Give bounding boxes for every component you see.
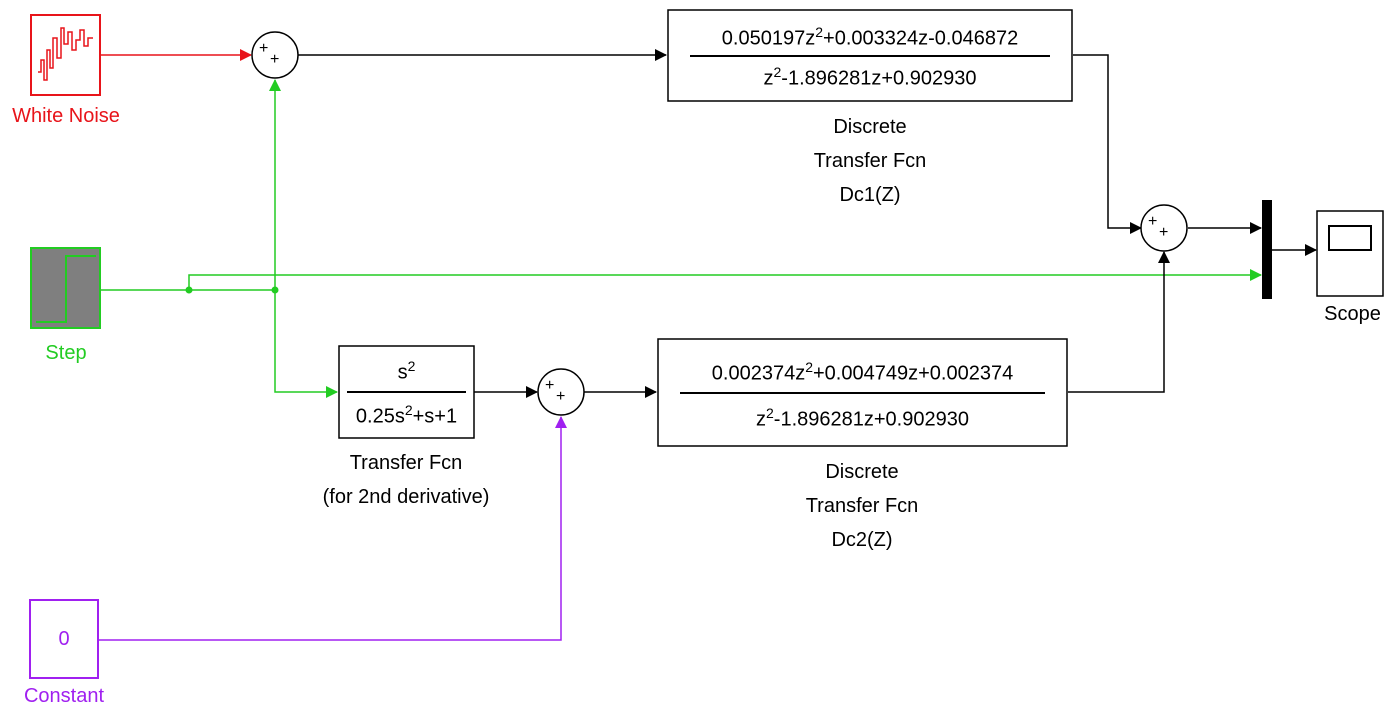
step-label: Step: [45, 342, 87, 364]
dtf1-label-line: Transfer Fcn: [813, 150, 927, 172]
dtf2-label-line: Discrete: [825, 461, 899, 483]
dtf2-den-exp: 2: [766, 405, 774, 421]
sum2-circle[interactable]: [537, 368, 585, 416]
mux-block[interactable]: [1262, 200, 1272, 299]
tf-denominator: 0.25s2+s+1: [339, 402, 474, 429]
sum2-plus-top: +: [545, 377, 555, 394]
sum3-plus-top: +: [1148, 213, 1158, 230]
dtf1-num-exp: 2: [815, 24, 824, 40]
wire-constant-to-sum2[interactable]: [98, 416, 567, 641]
tf-num-exp: 2: [407, 358, 416, 374]
dtf1-expression: 0.050197z2+0.003324z-0.046872 z2-1.89628…: [668, 10, 1072, 101]
dtf2-den-post: -1.896281z+0.902930: [773, 408, 969, 431]
sum3-circle[interactable]: [1140, 204, 1188, 252]
dtf1-num-pre: 0.050197z: [721, 27, 816, 50]
sum1-plus-top: +: [259, 40, 269, 57]
scope-label: Scope: [1324, 303, 1381, 325]
tf-label: Transfer Fcn (for 2nd derivative): [296, 450, 516, 510]
dtf2-numerator: 0.002374z2+0.004749z+0.002374: [658, 359, 1067, 386]
dtf1-num-post: +0.003324z-0.046872: [823, 27, 1019, 50]
step-signal-icon: [36, 255, 96, 323]
wire-step-to-tf[interactable]: [274, 290, 338, 398]
dtf2-den-pre: z: [756, 408, 766, 431]
dtf1-den-post: -1.896281z+0.902930: [781, 67, 977, 90]
dtf2-num-post: +0.004749z+0.002374: [813, 362, 1014, 385]
dtf1-label: Discrete Transfer Fcn Dc1(Z): [800, 114, 940, 208]
sum3-plus-bottom: +: [1159, 224, 1169, 241]
wire-junction-dot: [271, 286, 279, 294]
tf-den-exp: 2: [404, 402, 413, 418]
constant-label: Constant: [23, 685, 105, 707]
tf-num-pre: s: [397, 361, 408, 384]
dtf1-fraction-bar: [690, 55, 1050, 57]
dtf1-den-pre: z: [763, 67, 774, 90]
dtf1-label-line: Dc1(Z): [839, 184, 901, 206]
dtf1-den-exp: 2: [773, 64, 782, 80]
dtf2-label: Discrete Transfer Fcn Dc2(Z): [792, 459, 932, 553]
dtf2-fraction-bar: [680, 392, 1045, 394]
scope-block[interactable]: [1316, 210, 1384, 297]
wire-junction-dot: [185, 286, 193, 294]
dtf2-label-line: Dc2(Z): [831, 529, 893, 551]
tf-numerator: s2: [339, 358, 474, 385]
wire-dtf1-to-sum3[interactable]: [1073, 54, 1142, 234]
dtf2-denominator: z2-1.896281z+0.902930: [658, 405, 1067, 432]
wire-dtf2-to-sum3[interactable]: [1068, 251, 1170, 393]
step-block[interactable]: [30, 247, 101, 329]
dtf1-numerator: 0.050197z2+0.003324z-0.046872: [668, 24, 1072, 51]
scope-screen-icon: [1328, 225, 1372, 251]
constant-value: 0: [58, 628, 70, 650]
tf-expression: s2 0.25s2+s+1: [339, 346, 474, 438]
tf-fraction-bar: [347, 391, 466, 393]
sum1-circle[interactable]: [251, 31, 299, 79]
wire-step-to-mux[interactable]: [188, 269, 1262, 290]
sum2-plus-bottom: +: [556, 388, 566, 405]
tf-den-pre: 0.25s: [355, 405, 405, 428]
sum1-plus-bottom: +: [270, 51, 280, 68]
tf-den-post: +s+1: [412, 405, 458, 428]
tf-label-line: Transfer Fcn: [349, 452, 463, 474]
dtf2-num-pre: 0.002374z: [711, 362, 806, 385]
white-noise-label: White Noise: [12, 105, 120, 127]
random-signal-icon: [38, 27, 93, 81]
dtf2-expression: 0.002374z2+0.004749z+0.002374 z2-1.89628…: [658, 339, 1067, 446]
dtf2-num-exp: 2: [805, 359, 813, 375]
white-noise-block[interactable]: [30, 14, 101, 96]
dtf1-denominator: z2-1.896281z+0.902930: [668, 64, 1072, 91]
constant-block[interactable]: [29, 599, 99, 679]
dtf2-label-line: Transfer Fcn: [805, 495, 919, 517]
dtf1-label-line: Discrete: [833, 116, 907, 138]
tf-label-line: (for 2nd derivative): [322, 486, 490, 508]
